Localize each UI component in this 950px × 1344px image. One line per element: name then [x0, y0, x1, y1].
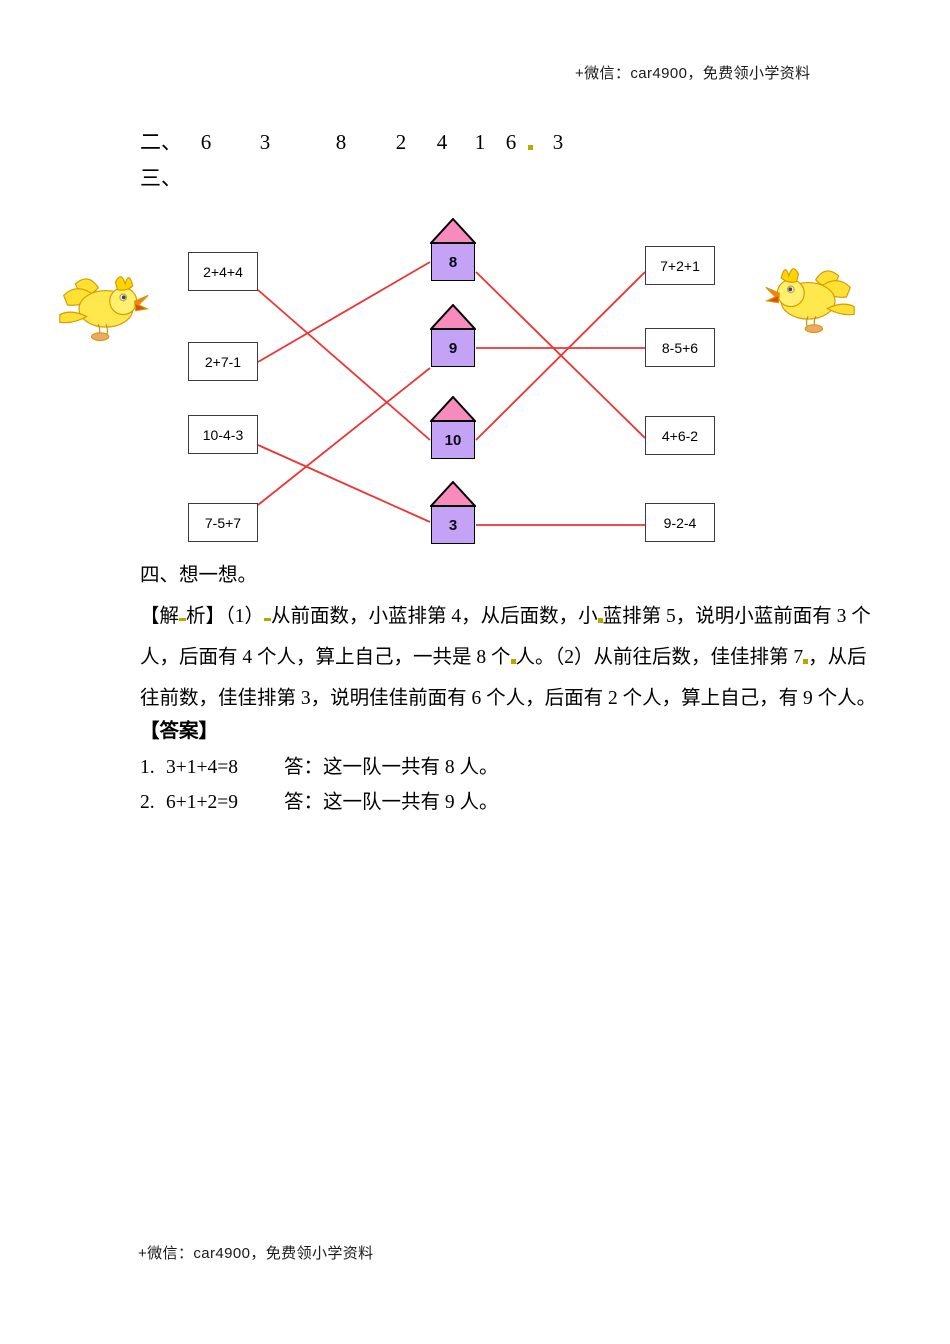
connector-2+4+4-to-10	[257, 289, 431, 441]
answer-item-number: 1.	[140, 757, 155, 778]
answer-item-text: 答：这一队一共有 9 人。	[284, 792, 499, 813]
answer-item-equation: 3+1+4=8	[166, 757, 238, 778]
bird-icon	[59, 276, 150, 342]
house-icon[interactable]: 3	[430, 481, 476, 545]
house-roof-icon	[430, 481, 476, 507]
right-expression-box-4[interactable]: 9-2-4	[645, 503, 715, 542]
section-two-answer-3: 8	[335, 130, 347, 154]
spellcheck-underline-icon	[179, 618, 187, 621]
analysis-text: 【解	[140, 606, 180, 627]
house-value-1: 8	[431, 243, 475, 281]
section-two-answer-row: 二、 6 3 8 2 4 1 6 3	[140, 126, 575, 156]
match-connector-lines	[257, 261, 646, 526]
analysis-text: 析】（1）	[186, 606, 265, 627]
answer-item-2: 2. 6+1+2=9 答：这一队一共有 9 人。	[140, 793, 499, 813]
house-value-2: 9	[431, 329, 475, 367]
section-two-answer-1: 6	[200, 130, 212, 154]
connector-2+7-1-to-8	[257, 261, 431, 363]
left-expression-box-2[interactable]: 2+7-1	[188, 342, 258, 381]
header-watermark: +微信：car4900，免费领小学资料	[575, 65, 811, 82]
left-expression-box-4[interactable]: 7-5+7	[188, 503, 258, 542]
answer-item-1: 1. 3+1+4=8 答：这一队一共有 8 人。	[140, 758, 499, 778]
section-two-answer-5: 4	[436, 130, 448, 154]
footer-watermark: +微信：car4900，免费领小学资料	[138, 1245, 374, 1262]
spellcheck-underline-icon	[264, 618, 272, 621]
analysis-text: 从前面数，小蓝排第 4，从后面数，小	[271, 606, 598, 627]
analysis-text: 人。（2）从前往后数，佳佳排第 7	[515, 647, 804, 668]
connector-10-4-3-to-3	[257, 444, 431, 523]
right-expression-box-2[interactable]: 8-5+6	[645, 328, 715, 367]
right-expression-box-1[interactable]: 7+2+1	[645, 246, 715, 285]
analysis-line-1: 【解析】（1） 从前面数，小蓝排第 4，从后面数，小蓝排第 5，说明小蓝前面有 3…	[140, 607, 871, 627]
spellcheck-dot-icon	[803, 659, 809, 664]
house-icon[interactable]: 10	[430, 396, 476, 460]
section-two-answer-7: 6	[505, 130, 517, 154]
left-expression-box-1[interactable]: 2+4+4	[188, 252, 258, 291]
section-two-answer-2: 3	[259, 130, 271, 154]
house-value-4: 3	[431, 506, 475, 544]
bird-icon	[764, 268, 855, 334]
spellcheck-dot-icon	[528, 145, 533, 150]
answer-section-label: 【答案】	[140, 721, 219, 742]
spellcheck-dot-icon	[597, 618, 603, 623]
analysis-text: 蓝排第 5，说明小蓝前面有 3 个	[602, 606, 871, 627]
left-expression-box-3[interactable]: 10-4-3	[188, 415, 258, 454]
house-icon[interactable]: 9	[430, 304, 476, 368]
house-value-3: 10	[431, 421, 475, 459]
analysis-text: ，从后	[808, 647, 867, 668]
house-roof-icon	[430, 218, 476, 244]
connector-7-5+7-to-9	[257, 367, 431, 506]
connector-10-to-7+2+1	[475, 271, 646, 441]
matching-diagram: 2+4+4 2+7-1 10-4-3 7-5+7 8 9 10 3 7+2+1 …	[0, 200, 950, 560]
house-roof-icon	[430, 304, 476, 330]
analysis-line-3: 往前数，佳佳排第 3，说明佳佳前面有 6 个人，后面有 2 个人，算上自己，有 …	[140, 688, 877, 709]
house-roof-icon	[430, 396, 476, 422]
spellcheck-dot-icon	[510, 659, 516, 664]
analysis-line-2: 人，后面有 4 个人，算上自己，一共是 8 个人。（2）从前往后数，佳佳排第 7…	[140, 648, 867, 668]
section-two-label: 二、	[140, 130, 182, 154]
section-three-label: 三、	[140, 166, 182, 190]
analysis-text: 人，后面有 4 个人，算上自己，一共是 8 个	[140, 647, 511, 668]
section-two-answer-8: 3	[552, 130, 564, 154]
answer-item-equation: 6+1+2=9	[166, 792, 238, 813]
answer-item-number: 2.	[140, 792, 155, 813]
answer-item-text: 答：这一队一共有 8 人。	[284, 757, 499, 778]
section-four-label: 四、想一想。	[140, 565, 258, 586]
section-two-answer-4: 2	[395, 130, 407, 154]
section-two-answer-6: 1	[474, 130, 486, 154]
house-icon[interactable]: 8	[430, 218, 476, 282]
right-expression-box-3[interactable]: 4+6-2	[645, 416, 715, 455]
